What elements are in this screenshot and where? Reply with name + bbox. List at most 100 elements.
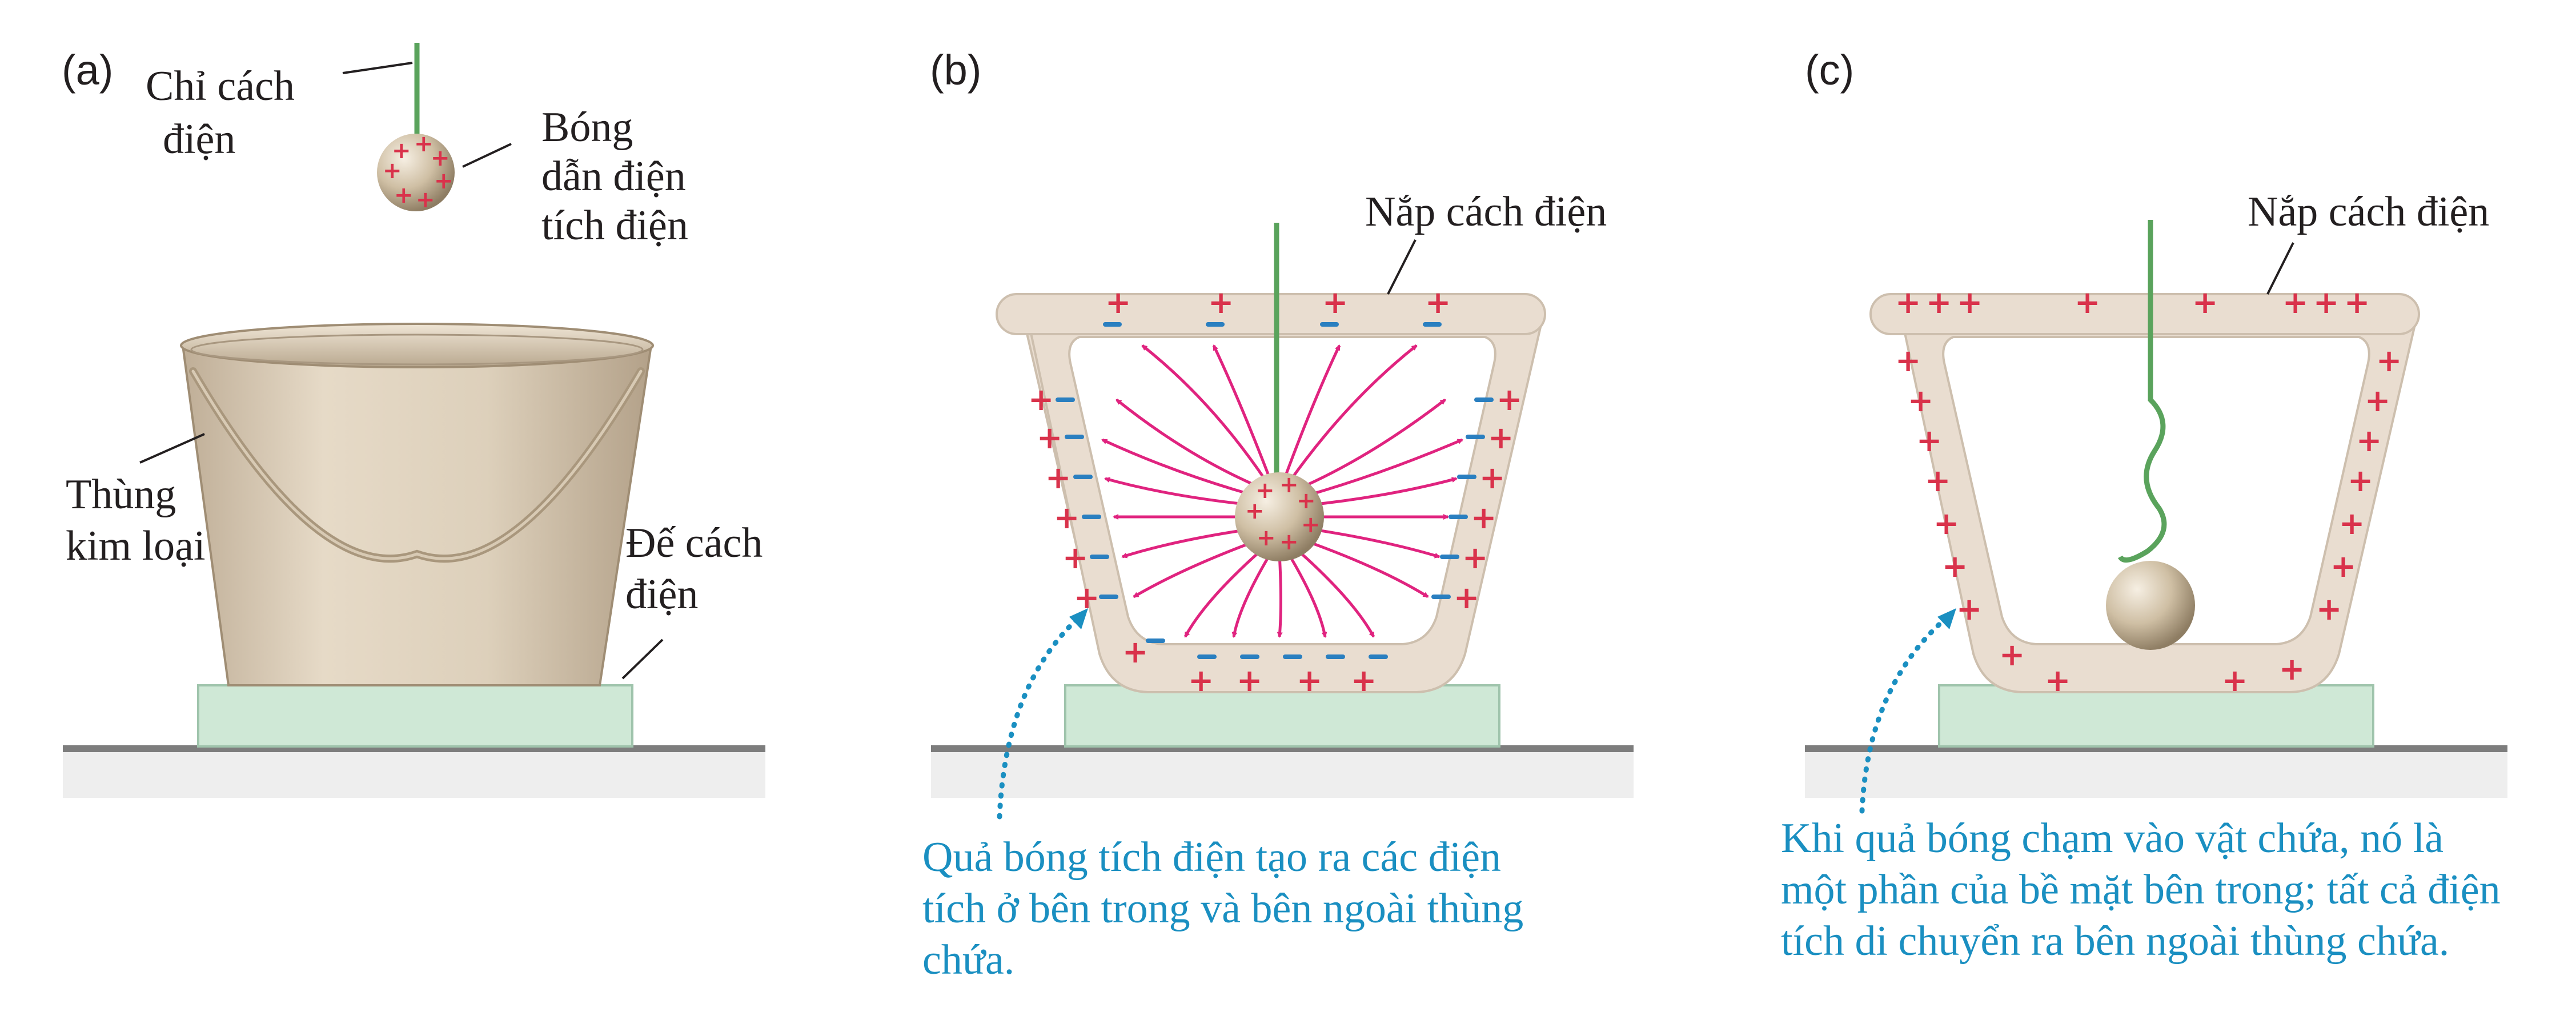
svg-text:+: +	[1037, 420, 1062, 456]
svg-text:+: +	[1028, 381, 1054, 417]
svg-text:+: +	[1488, 420, 1514, 456]
ball-label-3: tích điện	[541, 202, 688, 249]
caption-pointer	[997, 614, 1082, 820]
insulating-lid	[1869, 293, 2420, 335]
ball-charges: + + + + + + +	[1245, 472, 1321, 555]
panel-b: (b)	[922, 46, 1634, 983]
svg-text:+: +	[1957, 284, 1983, 320]
svg-text:+: +	[414, 131, 434, 157]
svg-text:+: +	[2045, 662, 2071, 698]
svg-text:+: +	[1425, 284, 1451, 320]
svg-text:+: +	[2365, 383, 2390, 419]
svg-text:+: +	[1105, 284, 1131, 320]
svg-text:+: +	[1956, 591, 1982, 627]
caption-line-3: tích di chuyển ra bên ngoài thùng chứa.	[1781, 918, 2449, 965]
svg-text:+: +	[2316, 591, 2342, 627]
ball-label-1: Bóng	[541, 104, 633, 151]
svg-text:+: +	[2279, 651, 2305, 687]
svg-text:+: +	[383, 158, 402, 184]
svg-text:+: +	[2376, 343, 2402, 379]
svg-text:+: +	[1045, 460, 1071, 496]
svg-text:+: +	[2313, 284, 2339, 320]
svg-text:+: +	[1322, 284, 1348, 320]
svg-text:+: +	[1279, 472, 1299, 498]
svg-text:+: +	[1999, 637, 2025, 673]
svg-text:+: +	[1925, 463, 1951, 499]
svg-text:+: +	[1351, 662, 1377, 698]
panel-c-tag: (c)	[1805, 46, 1854, 94]
svg-text:+: +	[392, 138, 411, 164]
svg-text:+: +	[1255, 477, 1275, 504]
insulating-thread	[2118, 220, 2167, 563]
bucket-label-1: Thùng	[66, 471, 176, 518]
bucket-label-2: kim loại	[66, 523, 206, 569]
lid-leader	[1387, 239, 1417, 295]
svg-text:+: +	[1208, 284, 1234, 320]
svg-text:+: +	[1908, 383, 1933, 419]
panel-c: (c) + + + + + + + + + + + + + + + +	[1781, 46, 2507, 965]
thread-leader	[342, 62, 413, 74]
thread-label-2: điện	[163, 116, 235, 163]
lid-label: Nắp cách điện	[1365, 188, 1607, 235]
svg-text:+: +	[1479, 460, 1505, 496]
svg-text:+: +	[1245, 498, 1265, 524]
field-lines	[1101, 344, 1463, 638]
caption-line-2: một phần của bề mặt bên trong; tất cả đi…	[1781, 866, 2501, 913]
svg-text:+: +	[2330, 548, 2356, 584]
svg-text:+: +	[416, 187, 435, 213]
svg-text:+: +	[1301, 512, 1321, 538]
ball-leader	[462, 143, 512, 168]
lid-label: Nắp cách điện	[2248, 188, 2489, 235]
svg-text:+: +	[431, 145, 450, 171]
svg-text:+: +	[2075, 284, 2100, 320]
outer-positive-charges: + + + + + + + + + + + + + + + + + + + + …	[1895, 284, 2402, 698]
svg-text:+: +	[1454, 580, 1479, 616]
insulating-stand	[197, 684, 633, 748]
svg-text:+: +	[1926, 284, 1952, 320]
caption-pointer	[1859, 614, 1951, 814]
svg-text:+: +	[2222, 662, 2248, 698]
ground-shadow	[63, 752, 765, 798]
panel-a: (a) + + + + + + + Chỉ cách	[62, 43, 765, 798]
svg-text:+: +	[434, 168, 454, 194]
svg-text:+: +	[1895, 343, 1921, 379]
bucket-rim	[180, 323, 654, 368]
svg-text:+: +	[1933, 505, 1959, 541]
caption-line-1: Khi quả bóng chạm vào vật chứa, nó là	[1781, 815, 2443, 862]
ground-shadow	[931, 752, 1634, 798]
svg-text:+: +	[1062, 540, 1088, 576]
caption-line-1: Quả bóng tích điện tạo ra các điện	[922, 834, 1501, 881]
stand-label-2: điện	[625, 571, 698, 618]
svg-text:+: +	[1257, 525, 1276, 551]
ball-label-2: dẫn điện	[541, 153, 686, 200]
charged-ball	[377, 134, 455, 211]
insulating-lid	[996, 293, 1546, 335]
bucket-leader	[139, 433, 205, 464]
svg-text:+: +	[2348, 463, 2373, 499]
svg-text:+: +	[1916, 423, 1942, 459]
svg-text:+: +	[1188, 662, 1214, 698]
caption-line-2: tích ở bên trong và bên ngoài thùng	[922, 885, 1523, 932]
svg-text:+: +	[2339, 505, 2365, 541]
inner-negative-charges	[1056, 322, 1494, 659]
svg-text:+: +	[1496, 381, 1522, 417]
panel-a-tag: (a)	[62, 46, 113, 94]
metal-bucket	[181, 344, 653, 686]
ball-charges: + + + + + + +	[383, 131, 454, 213]
stand-leader	[621, 638, 664, 680]
lid-leader	[2266, 242, 2294, 295]
svg-text:+: +	[1279, 529, 1299, 555]
svg-text:+: +	[2282, 284, 2308, 320]
svg-text:+: +	[2356, 423, 2382, 459]
svg-text:+: +	[1297, 488, 1316, 514]
ground-shadow	[1805, 752, 2507, 798]
panel-b-tag: (b)	[930, 46, 981, 94]
svg-text:+: +	[1462, 540, 1488, 576]
svg-text:+: +	[1895, 284, 1921, 320]
svg-text:+: +	[2344, 284, 2370, 320]
stand-label-1: Đế cách	[625, 520, 763, 567]
caption-line-3: chứa.	[922, 937, 1014, 983]
svg-text:+: +	[1297, 662, 1322, 698]
svg-text:+: +	[394, 182, 414, 208]
